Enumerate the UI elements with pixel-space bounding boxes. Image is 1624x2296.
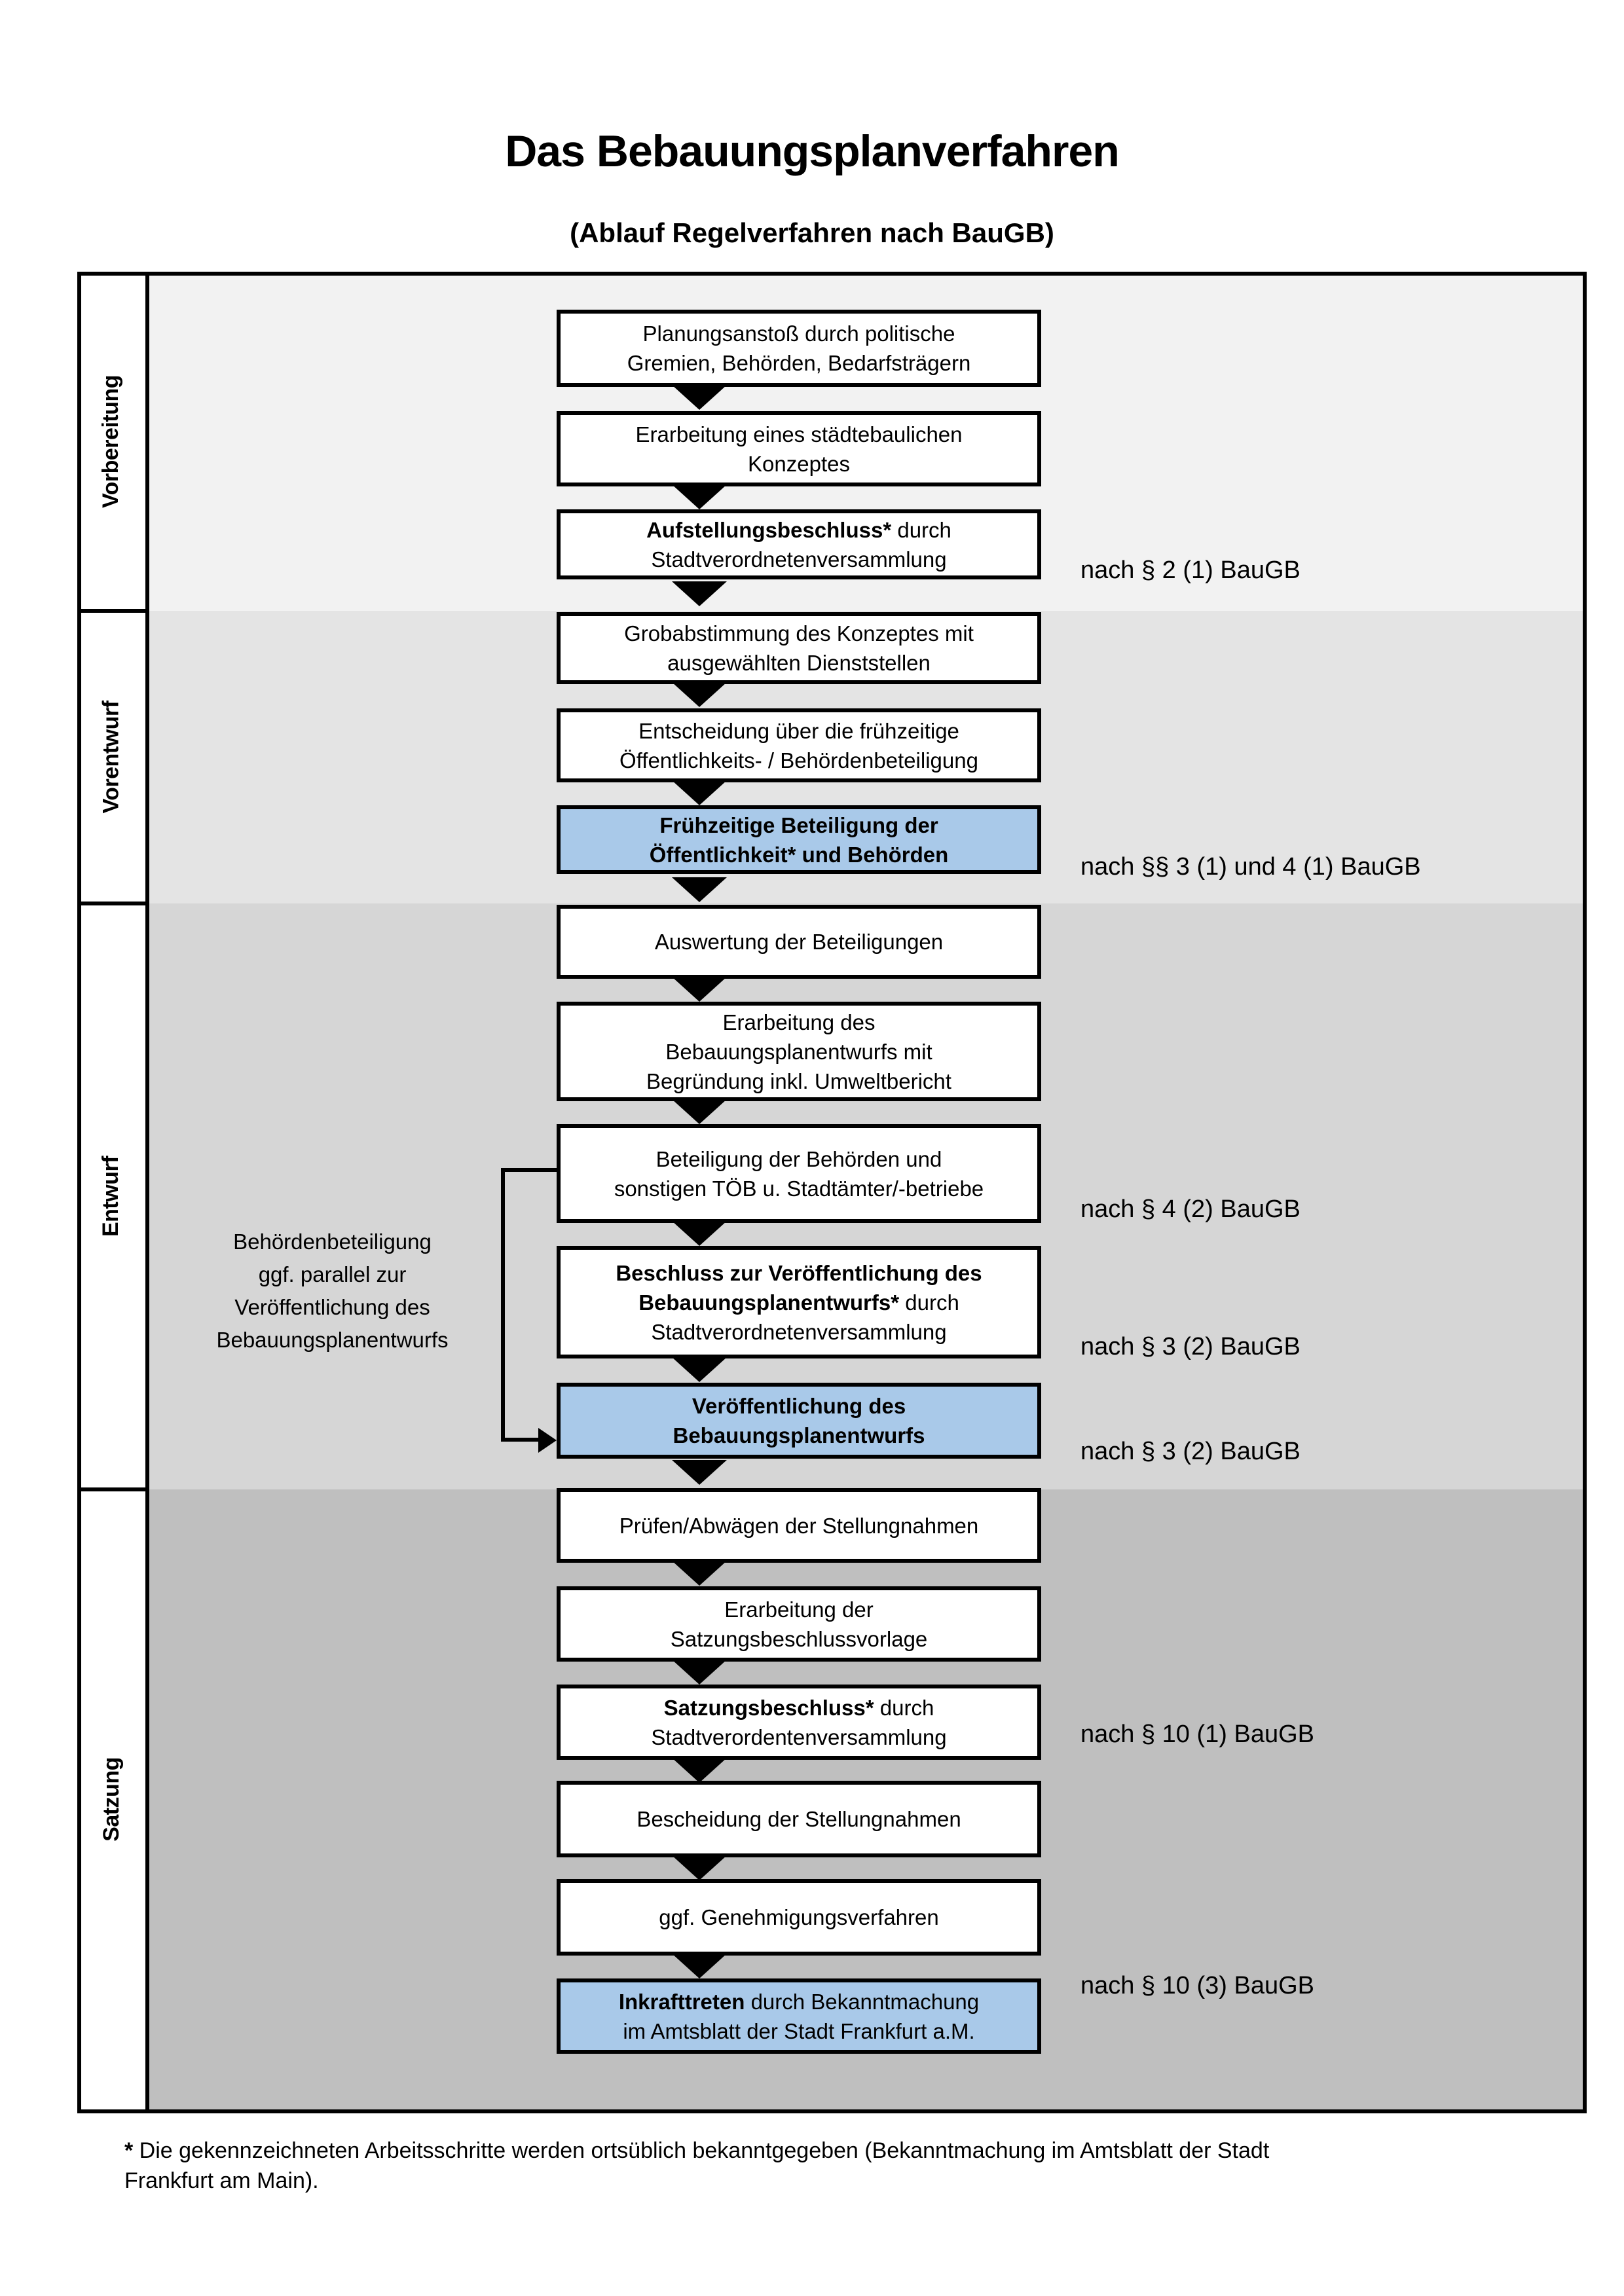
right-arrow-icon <box>538 1428 557 1453</box>
phase-label-vorentwurf: Vorentwurf <box>98 701 124 814</box>
down-arrow-icon <box>672 1221 727 1246</box>
down-arrow-icon <box>672 581 727 606</box>
down-arrow-icon <box>672 1758 727 1783</box>
phase-label-entwurf: Entwurf <box>98 1156 124 1237</box>
down-arrow-icon <box>672 1357 727 1382</box>
law-ref-satzungsbeschluss: nach § 10 (1) BauGB <box>1080 1721 1314 1748</box>
flow-box-aufstellungsbeschluss: Aufstellungsbeschluss* durch Stadtverord… <box>557 509 1041 579</box>
law-ref-veroeffentlichungs-beschluss: nach § 3 (2) BauGB <box>1080 1333 1301 1360</box>
flow-box-pruefen-abwaegen: Prüfen/Abwägen der Stellungnahmen <box>557 1488 1041 1563</box>
footnote: * Die gekennzeichneten Arbeitsschritte w… <box>124 2136 1532 2196</box>
law-ref-toeb-beteiligung: nach § 4 (2) BauGB <box>1080 1195 1301 1223</box>
phase-cell-vorbereitung: Vorbereitung <box>77 272 145 611</box>
flow-box-auswertung: Auswertung der Beteiligungen <box>557 905 1041 979</box>
flow-box-entscheidung-beteiligung: Entscheidung über die frühzeitige Öffent… <box>557 708 1041 782</box>
side-note-parallel-beteiligung: Behördenbeteiligung ggf. parallel zur Ve… <box>216 1230 449 1352</box>
flow-box-satzungsbeschluss: Satzungsbeschluss* durch Stadtverordente… <box>557 1685 1041 1760</box>
page-subtitle: (Ablauf Regelverfahren nach BauGB) <box>570 217 1054 248</box>
flow-box-konzept-erarbeitung: Erarbeitung eines städtebaulichen Konzep… <box>557 411 1041 486</box>
down-arrow-icon <box>672 484 727 509</box>
law-ref-fruehzeitige-beteiligung: nach §§ 3 (1) und 4 (1) BauGB <box>1080 853 1421 881</box>
footnote-text: Die gekennzeichneten Arbeitsschritte wer… <box>124 2138 1270 2193</box>
down-arrow-icon <box>672 1099 727 1124</box>
down-arrow-icon <box>672 682 727 707</box>
flow-box-planungsanstoss: Planungsanstoß durch politische Gremien,… <box>557 310 1041 387</box>
footnote-asterisk: * <box>124 2138 134 2163</box>
phase-cell-vorentwurf: Vorentwurf <box>77 611 145 903</box>
flow-box-veroeffentlichung: Veröffentlichung des Bebauungsplanentwur… <box>557 1383 1041 1459</box>
law-ref-aufstellungsbeschluss: nach § 2 (1) BauGB <box>1080 556 1301 584</box>
label-column-divider <box>145 272 149 2113</box>
flow-box-inkrafttreten: Inkrafttreten durch Bekanntmachung im Am… <box>557 1978 1041 2054</box>
page-title: Das Bebauungsplanverfahren <box>505 126 1120 176</box>
flow-box-bescheidung: Bescheidung der Stellungnahmen <box>557 1781 1041 1857</box>
connector-bottom-line <box>501 1438 542 1442</box>
law-ref-inkrafttreten: nach § 10 (3) BauGB <box>1080 1972 1314 1999</box>
down-arrow-icon <box>672 1561 727 1586</box>
down-arrow-icon <box>672 977 727 1002</box>
phase-divider <box>77 1487 149 1491</box>
flow-box-toeb-beteiligung: Beteiligung der Behörden und sonstigen T… <box>557 1124 1041 1223</box>
flow-box-fruehzeitige-beteiligung: Frühzeitige Beteiligung der Öffentlichke… <box>557 805 1041 874</box>
phase-label-satzung: Satzung <box>98 1757 124 1842</box>
law-ref-veroeffentlichung: nach § 3 (2) BauGB <box>1080 1438 1301 1465</box>
phase-divider <box>77 902 149 905</box>
connector-top-line <box>501 1168 559 1172</box>
phase-cell-satzung: Satzung <box>77 1489 145 2109</box>
connector-vertical-line <box>501 1168 505 1442</box>
down-arrow-icon <box>672 1954 727 1978</box>
flow-box-genehmigungsverfahren: ggf. Genehmigungsverfahren <box>557 1879 1041 1956</box>
flow-box-veroeffentlichungs-beschluss: Beschluss zur Veröffentlichung des Bebau… <box>557 1246 1041 1358</box>
phase-label-vorbereitung: Vorbereitung <box>98 374 124 508</box>
down-arrow-icon <box>672 780 727 805</box>
down-arrow-icon <box>672 877 727 902</box>
phase-divider <box>77 609 149 613</box>
down-arrow-icon <box>672 1460 727 1485</box>
flow-box-entwurf-erarbeitung: Erarbeitung des Bebauungsplanentwurfs mi… <box>557 1002 1041 1101</box>
down-arrow-icon <box>672 1855 727 1880</box>
phase-cell-entwurf: Entwurf <box>77 903 145 1489</box>
down-arrow-icon <box>672 1660 727 1685</box>
flow-box-grobabstimmung: Grobabstimmung des Konzeptes mit ausgewä… <box>557 612 1041 684</box>
flow-box-satzungsvorlage: Erarbeitung der Satzungsbeschlussvorlage <box>557 1586 1041 1662</box>
down-arrow-icon <box>672 385 727 410</box>
